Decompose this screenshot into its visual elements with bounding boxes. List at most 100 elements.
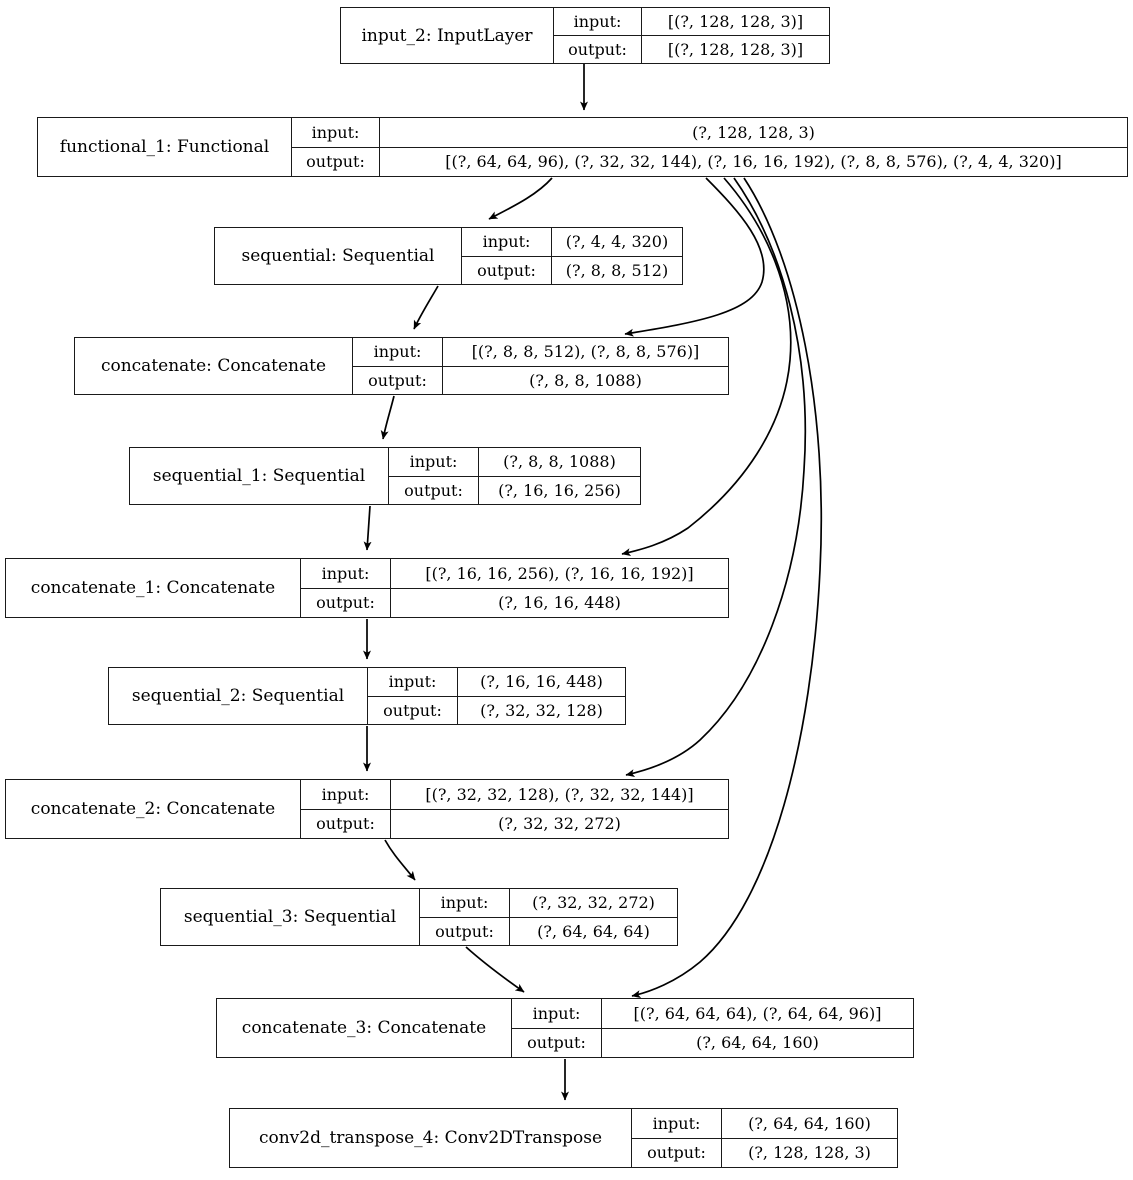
- output-label-concatenate_2: output:: [301, 809, 391, 838]
- io-table-concatenate: input: [(?, 8, 8, 512), (?, 8, 8, 576)] ou…: [352, 338, 728, 394]
- input-shape-sequential_3: (?, 32, 32, 272): [532, 893, 655, 913]
- node-label-sequential: sequential: Sequential: [241, 246, 435, 266]
- input-row-concatenate_1: input: [(?, 16, 16, 256), (?, 16, 16, 192…: [301, 559, 728, 589]
- output-row-sequential_3: output: (?, 64, 64, 64): [420, 917, 677, 945]
- io-table-sequential: input: (?, 4, 4, 320) output:(?, 8, 8, 512…: [461, 228, 682, 284]
- output-row-sequential_1: output: (?, 16, 16, 256): [389, 476, 640, 504]
- io-table-concatenate_1: input: [(?, 16, 16, 256), (?, 16, 16, 192…: [300, 559, 728, 617]
- node-sequential_3[interactable]: sequential_3: Sequential input: (?, 32, 32…: [160, 888, 678, 946]
- io-table-concatenate_2: input: [(?, 32, 32, 128), (?, 32, 32, 144…: [300, 780, 728, 838]
- output-shape-functional_1: [(?, 64, 64, 96), (?, 32, 32, 144), (?, …: [445, 152, 1062, 172]
- edge-concatenate_2-sequential_3: [384, 839, 416, 881]
- input-row-sequential: input: (?, 4, 4, 320): [462, 228, 682, 257]
- node-functional_1[interactable]: functional_1: Functional input:(?, 128, 1…: [37, 117, 1128, 177]
- output-row-concatenate_1: output: (?, 16, 16, 448): [301, 588, 728, 617]
- output-label-functional_1: output:: [292, 147, 380, 176]
- input-row-sequential_3: input: (?, 32, 32, 272): [420, 889, 677, 918]
- io-table-sequential_3: input: (?, 32, 32, 272) output: (?, 64, 64,…: [419, 889, 677, 945]
- node-concatenate[interactable]: concatenate: Concatenate input: [(?, 8, 8,…: [74, 337, 729, 395]
- output-shape-input_2: [(?, 128, 128, 3)]: [667, 40, 804, 59]
- output-label-input_2: output:: [554, 36, 642, 63]
- output-label-concatenate_3: output:: [512, 1028, 602, 1057]
- input-label-concatenate_1: input:: [301, 559, 391, 588]
- node-conv2d_transpose_4[interactable]: conv2d_transpose_4: Conv2DTranspose input…: [229, 1108, 898, 1168]
- node-label-concatenate_2: concatenate_2: Concatenate: [30, 799, 276, 819]
- node-concatenate_1[interactable]: concatenate_1: Concatenate input: [(?, 16,…: [5, 558, 729, 618]
- input-label-concatenate_2: input:: [301, 780, 391, 809]
- edge-sequential_3-concatenate_3: [465, 946, 525, 993]
- output-label-concatenate_1: output:: [301, 588, 391, 617]
- input-label-sequential_3: input:: [420, 889, 510, 917]
- output-shape-concatenate: (?, 8, 8, 1088): [529, 370, 642, 390]
- output-row-functional_1: output: [(?, 64, 64, 96), (?, 32, 32, 144…: [292, 147, 1127, 176]
- output-shape-sequential_2: (?, 32, 32, 128): [480, 700, 603, 720]
- node-sequential_1[interactable]: sequential_1: Sequential input: (?, 8, 8, …: [129, 447, 641, 505]
- output-shape-sequential: (?, 8, 8, 512): [565, 260, 669, 280]
- input-shape-functional_1: (?, 128, 128, 3): [692, 122, 815, 142]
- node-label-functional_1: functional_1: Functional: [59, 137, 270, 157]
- output-row-concatenate_2: output: (?, 32, 32, 272): [301, 809, 728, 838]
- io-table-sequential_2: input: (?, 16, 16, 448) output: (?, 32, 32,…: [367, 668, 625, 724]
- input-label-concatenate: input:: [353, 338, 443, 366]
- output-row-concatenate: output:(?, 8, 8, 1088): [353, 366, 728, 394]
- node-sequential_2[interactable]: sequential_2: Sequential input: (?, 16, 16…: [108, 667, 626, 725]
- output-label-sequential_1: output:: [389, 476, 479, 504]
- node-label-conv2d_transpose_4: conv2d_transpose_4: Conv2DTranspose: [258, 1128, 603, 1148]
- input-shape-conv2d_transpose_4: (?, 64, 64, 160): [748, 1113, 871, 1133]
- node-label-concatenate: concatenate: Concatenate: [100, 356, 327, 376]
- input-row-concatenate: input: [(?, 8, 8, 512), (?, 8, 8, 576)]: [353, 338, 728, 367]
- output-shape-concatenate_3: (?, 64, 64, 160): [696, 1033, 819, 1053]
- output-shape-conv2d_transpose_4: (?, 128, 128, 3): [748, 1143, 871, 1163]
- node-label-concatenate_3: concatenate_3: Concatenate: [241, 1018, 487, 1038]
- output-row-input_2: output: [(?, 128, 128, 3)]: [554, 36, 829, 63]
- edge-sequential_1-concatenate_1: [363, 505, 372, 551]
- node-label-sequential_3: sequential_3: Sequential: [183, 907, 397, 927]
- output-shape-sequential_3: (?, 64, 64, 64): [537, 921, 650, 941]
- output-label-conv2d_transpose_4: output:: [632, 1138, 722, 1167]
- output-shape-sequential_1: (?, 16, 16, 256): [498, 480, 621, 500]
- input-label-concatenate_3: input:: [512, 999, 602, 1028]
- node-label-concatenate_1: concatenate_1: Concatenate: [30, 578, 276, 598]
- input-label-sequential: input:: [462, 228, 552, 256]
- output-label-sequential_2: output:: [368, 696, 458, 724]
- node-label-sequential_1: sequential_1: Sequential: [152, 466, 366, 486]
- input-row-concatenate_3: input:[(?, 64, 64, 64), (?, 64, 64, 96)]: [512, 999, 913, 1029]
- input-shape-sequential_2: (?, 16, 16, 448): [480, 672, 603, 692]
- io-table-conv2d_transpose_4: input: (?, 64, 64, 160) output: (?, 128, 12…: [631, 1109, 897, 1167]
- input-row-functional_1: input:(?, 128, 128, 3): [292, 118, 1127, 148]
- node-label-input_2: input_2: InputLayer: [361, 25, 533, 46]
- io-table-sequential_1: input: (?, 8, 8, 1088) output: (?, 16, 16, …: [388, 448, 640, 504]
- output-row-sequential: output:(?, 8, 8, 512): [462, 256, 682, 284]
- input-shape-sequential: (?, 4, 4, 320): [565, 232, 669, 252]
- node-concatenate_2[interactable]: concatenate_2: Concatenate input: [(?, 32,…: [5, 779, 729, 839]
- edge-functional_1-sequential: [488, 177, 553, 220]
- edge-sequential-concatenate: [413, 285, 439, 330]
- input-row-conv2d_transpose_4: input: (?, 64, 64, 160): [632, 1109, 897, 1139]
- output-row-sequential_2: output: (?, 32, 32, 128): [368, 696, 625, 724]
- input-label-conv2d_transpose_4: input:: [632, 1109, 722, 1138]
- input-label-sequential_2: input:: [368, 668, 458, 696]
- node-label-sequential_2: sequential_2: Sequential: [131, 686, 345, 706]
- input-row-sequential_1: input: (?, 8, 8, 1088): [389, 448, 640, 477]
- io-table-input_2: input:[(?, 128, 128, 3)]output: [(?, 128,…: [553, 8, 829, 63]
- output-row-concatenate_3: output: (?, 64, 64, 160): [512, 1028, 913, 1057]
- output-row-conv2d_transpose_4: output: (?, 128, 128, 3): [632, 1138, 897, 1167]
- input-shape-concatenate_2: [(?, 32, 32, 128), (?, 32, 32, 144)]: [425, 784, 694, 804]
- output-label-sequential_3: output:: [420, 917, 510, 945]
- io-table-concatenate_3: input:[(?, 64, 64, 64), (?, 64, 64, 96)]…: [511, 999, 913, 1057]
- input-shape-concatenate_1: [(?, 16, 16, 256), (?, 16, 16, 192)]: [425, 563, 694, 583]
- output-shape-concatenate_2: (?, 32, 32, 272): [498, 814, 621, 834]
- input-row-concatenate_2: input: [(?, 32, 32, 128), (?, 32, 32, 144…: [301, 780, 728, 810]
- node-input_2[interactable]: input_2: InputLayer input:[(?, 128, 128, …: [340, 7, 830, 64]
- input-row-sequential_2: input: (?, 16, 16, 448): [368, 668, 625, 697]
- io-table-functional_1: input:(?, 128, 128, 3)output: [(?, 64, 64…: [291, 118, 1127, 176]
- input-label-sequential_1: input:: [389, 448, 479, 476]
- node-sequential[interactable]: sequential: Sequential input: (?, 4, 4, 32…: [214, 227, 683, 285]
- input-shape-input_2: [(?, 128, 128, 3)]: [667, 12, 804, 31]
- output-shape-concatenate_1: (?, 16, 16, 448): [498, 593, 621, 613]
- input-shape-concatenate: [(?, 8, 8, 512), (?, 8, 8, 576)]: [471, 342, 700, 362]
- node-concatenate_3[interactable]: concatenate_3: Concatenate input:[(?, 64,…: [216, 998, 914, 1058]
- input-row-input_2: input:[(?, 128, 128, 3)]: [554, 8, 829, 36]
- input-shape-sequential_1: (?, 8, 8, 1088): [503, 452, 616, 472]
